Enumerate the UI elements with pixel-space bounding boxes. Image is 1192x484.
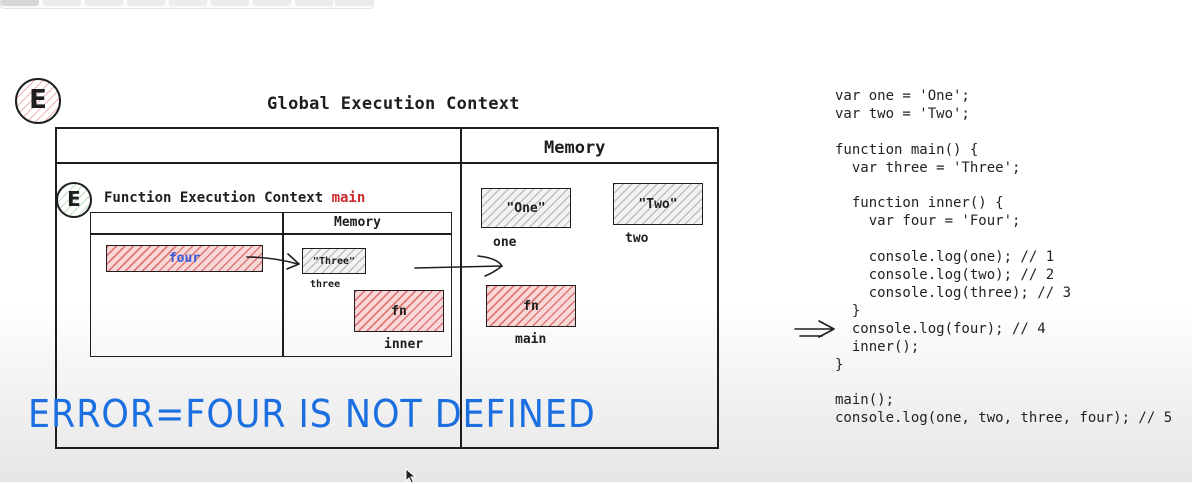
- toolbar-tool-button[interactable]: [169, 0, 207, 6]
- four-box-label: four: [168, 251, 201, 266]
- memory-divider: [460, 127, 462, 449]
- code-line: console.log(one, two, three, four); // 5: [835, 410, 1173, 427]
- global-context-title: Global Execution Context: [267, 94, 520, 114]
- one-value-text: "One": [506, 200, 546, 216]
- code-line: function main() {: [835, 141, 979, 158]
- inner-label: inner: [384, 337, 424, 352]
- code-listing: var one = 'One';var two = 'Two'; functio…: [835, 88, 1172, 428]
- current-line-pointer-icon: [794, 320, 835, 338]
- one-value-box: "One": [481, 188, 571, 228]
- code-line: console.log(three); // 3: [835, 284, 1072, 301]
- code-line: var four = 'Four';: [835, 213, 1021, 230]
- fec-badge: E: [54, 180, 94, 220]
- code-line: var two = 'Two';: [835, 105, 970, 122]
- code-line: [835, 375, 1172, 393]
- fec-memory-label: Memory: [334, 215, 381, 230]
- global-memory-label: Memory: [544, 138, 606, 158]
- code-line: var one = 'One';: [835, 88, 970, 104]
- code-line: [835, 231, 1172, 249]
- drawing-toolbar: [0, 0, 374, 9]
- toolbar-tool-button[interactable]: [85, 0, 123, 6]
- code-line: }: [835, 302, 861, 319]
- toolbar-tool-button[interactable]: [1, 0, 39, 6]
- two-value-text: "Two": [638, 196, 678, 212]
- toolbar-tool-button[interactable]: [211, 0, 249, 6]
- code-line: console.log(two); // 2: [835, 267, 1055, 284]
- four-to-three-arrow-icon: [246, 253, 300, 270]
- main-fn-box: fn: [486, 285, 576, 327]
- toolbar-tool-button[interactable]: [253, 0, 291, 6]
- fec-header-divider: [90, 233, 452, 235]
- code-line: function inner() {: [835, 195, 1004, 212]
- gec-badge-circle-icon: [15, 78, 61, 124]
- toolbar-tool-button[interactable]: [127, 0, 165, 6]
- two-value-box: "Two": [613, 183, 703, 225]
- code-line: console.log(one); // 1: [835, 249, 1055, 266]
- gec-badge-letter: E: [29, 85, 47, 115]
- main-label: main: [515, 332, 547, 347]
- code-line: console.log(four); // 4: [835, 320, 1046, 337]
- fec-badge-letter: E: [67, 187, 81, 211]
- code-line: }: [835, 356, 844, 373]
- main-fn-text: fn: [523, 298, 539, 314]
- error-annotation: ERROR=FOUR IS NOT DEFINED: [28, 392, 596, 436]
- toolbar-tool-button[interactable]: [335, 0, 373, 6]
- fec-badge-circle-icon: [56, 182, 92, 218]
- header-divider: [55, 162, 719, 164]
- code-line: main();: [835, 392, 895, 409]
- inner-fn-box: fn: [354, 290, 444, 332]
- three-value-text: "Three": [312, 255, 356, 267]
- function-context-title: Function Execution Context main: [104, 190, 365, 206]
- one-label: one: [493, 235, 517, 250]
- gec-badge: E: [13, 76, 63, 126]
- code-line: var three = 'Three';: [835, 159, 1021, 176]
- inner-fn-text: fn: [391, 303, 407, 319]
- code-line: inner();: [835, 338, 920, 355]
- three-label: three: [310, 279, 341, 290]
- function-context-frame: [90, 212, 452, 357]
- four-box: four: [106, 245, 263, 272]
- toolbar-tool-button[interactable]: [295, 0, 333, 6]
- fec-title-text: Function Execution Context: [104, 190, 332, 206]
- three-value-box: "Three": [302, 248, 366, 274]
- fec-title-function-name: main: [331, 190, 366, 206]
- scope-chain-arrow-icon: [414, 255, 503, 277]
- toolbar-tool-button[interactable]: [43, 0, 81, 6]
- two-label: two: [625, 231, 649, 246]
- global-context-frame: [55, 127, 719, 449]
- fec-memory-divider: [282, 212, 284, 357]
- code-line: [835, 178, 1172, 196]
- code-line: [835, 124, 1172, 142]
